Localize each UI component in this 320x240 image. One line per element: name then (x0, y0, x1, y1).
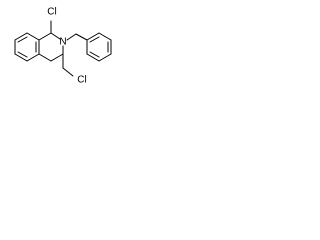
phenyl-bond-2 (98, 32, 112, 41)
ch2-cl-bond (62, 67, 74, 77)
chlorine-atom-label-bottom: Cl (77, 75, 86, 86)
phenyl-inner-bond-1 (89, 36, 100, 43)
ring-bond-c3-c4 (50, 53, 64, 62)
chlorine-atom-label-top: Cl (47, 7, 56, 18)
ring-bond-5 (14, 53, 28, 62)
ring-bond-2 (26, 32, 40, 41)
ring-bond-c1-c8a (38, 32, 52, 41)
aromatic-inner-bond-3 (17, 51, 28, 58)
phenyl-bond-5 (86, 53, 100, 62)
phenyl-inner-bond-3 (89, 51, 100, 58)
ch2-phenyl-bond (75, 33, 88, 41)
n-ch2-bond (66, 33, 77, 41)
chemical-structure-diagram: Cl N Cl (14, 7, 112, 86)
ring-bond-c4-c4a (38, 53, 52, 62)
ring-bond-4 (26, 53, 40, 62)
chemical-structure-canvas: Cl N Cl (0, 0, 140, 93)
ring-bond-1 (14, 32, 28, 41)
ring-bond-c1-n (50, 32, 61, 40)
nitrogen-atom-label: N (59, 37, 66, 48)
aromatic-inner-bond-1 (17, 36, 28, 43)
phenyl-bond-1 (86, 32, 100, 41)
phenyl-bond-4 (98, 53, 112, 62)
